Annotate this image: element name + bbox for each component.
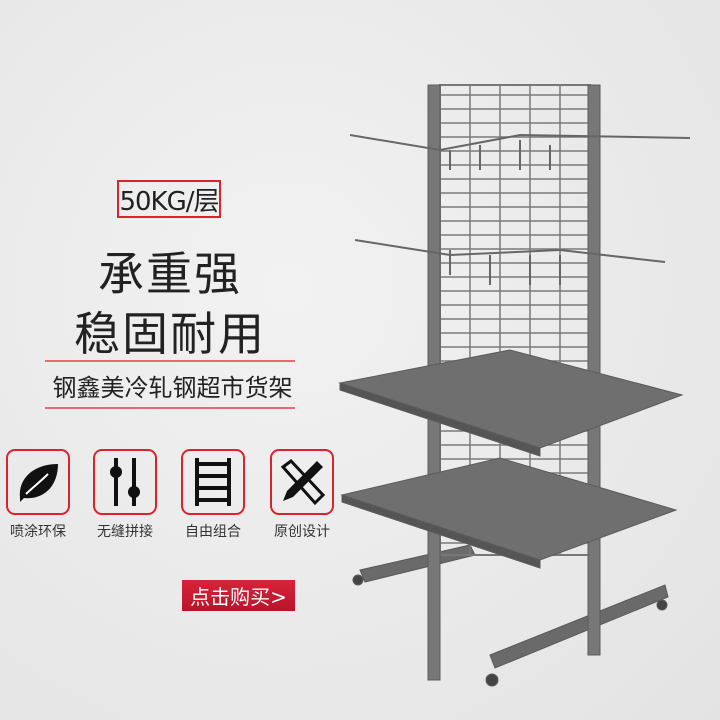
sliders-icon [93,449,157,515]
shelf-icon [181,449,245,515]
feature-label: 无缝拼接 [97,524,153,540]
divider-top [45,360,295,362]
feature-label: 自由组合 [185,524,241,540]
leaf-icon [6,449,70,515]
feature-label: 原创设计 [274,524,330,540]
feature-label: 喷涂环保 [10,524,66,540]
subtitle: 钢鑫美冷轧钢超市货架 [52,374,293,402]
divider-bottom [45,407,295,409]
buy-now-button[interactable]: 点击购买> [182,580,295,611]
headline-line-2: 稳固耐用 [74,307,266,361]
headline-line-1: 承重强 [98,247,242,301]
load-capacity-badge: 50KG/层 [117,180,221,218]
pencil-ruler-icon [270,449,334,515]
